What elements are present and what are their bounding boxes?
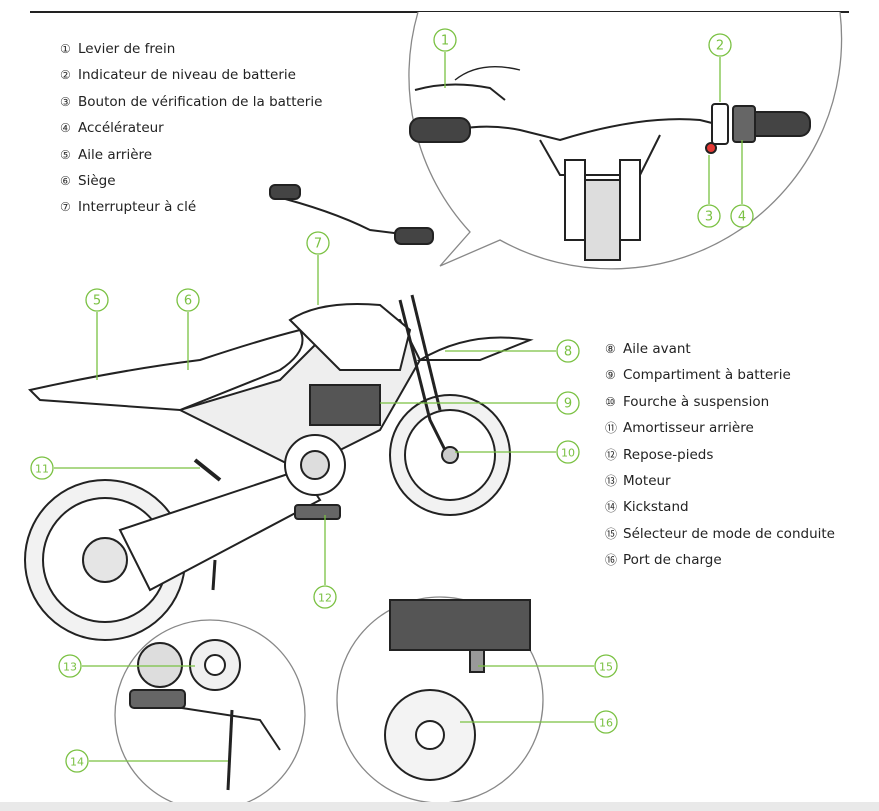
legend-number: ⑤ bbox=[60, 147, 71, 162]
charge-port-detail-drawing bbox=[384, 599, 531, 781]
legend-label: Aile avant bbox=[623, 341, 691, 357]
legend-label: Sélecteur de mode de conduite bbox=[623, 525, 835, 542]
legend-number: ① bbox=[60, 42, 71, 56]
legend-left: ① Levier de frein ② Indicateur de niveau de… bbox=[60, 36, 322, 221]
callout-circle-1 bbox=[433, 28, 457, 52]
legend-label: Amortisseur arrière bbox=[623, 420, 754, 437]
callout-number-4: 4 bbox=[738, 210, 746, 225]
callout-circle-5 bbox=[85, 288, 109, 312]
legend-label: Indicateur de niveau de batterie bbox=[78, 67, 296, 84]
legend-right-item: ⑮ Sélecteur de mode de conduite bbox=[605, 521, 835, 547]
callout-number-5: 5 bbox=[93, 294, 101, 309]
callout-number-2: 2 bbox=[716, 39, 724, 54]
callout-circle-8 bbox=[556, 339, 580, 363]
legend-left-item: ⑦ Interrupteur à clé bbox=[60, 194, 322, 220]
legend-left-item: ② Indicateur de niveau de batterie bbox=[60, 62, 322, 88]
legend-number: ③ bbox=[60, 94, 71, 109]
bike-body bbox=[24, 184, 534, 641]
legend-number: ⑦ bbox=[60, 200, 71, 215]
callout-circle-7 bbox=[306, 231, 330, 255]
callout-number-1: 1 bbox=[441, 34, 449, 49]
callout-circle-6 bbox=[176, 288, 200, 312]
handlebar-detail-drawing bbox=[409, 65, 811, 261]
callout-circle-15 bbox=[594, 654, 618, 678]
legend-label: Moteur bbox=[623, 472, 671, 489]
motor-detail-drawing bbox=[129, 639, 281, 791]
legend-number: ⑥ bbox=[60, 173, 71, 188]
legend-number: ⑪ bbox=[605, 421, 618, 436]
callout-number-14: 14 bbox=[70, 756, 84, 769]
legend-number: ⑫ bbox=[605, 447, 618, 462]
legend-label: Kickstand bbox=[623, 499, 689, 516]
legend-label: Levier de frein bbox=[78, 41, 176, 57]
legend-number: ⑨ bbox=[605, 368, 616, 383]
callout-number-7: 7 bbox=[314, 237, 322, 252]
callout-circle-10 bbox=[556, 440, 580, 464]
callout-circle-3 bbox=[697, 204, 721, 228]
legend-right-item: ⑭ Kickstand bbox=[605, 494, 835, 520]
legend-right-item: ⑪ Amortisseur arrière bbox=[605, 415, 835, 441]
callout-circle-16 bbox=[594, 710, 618, 734]
callout-circle-11 bbox=[30, 456, 54, 480]
legend-right-item: ⑬ Moteur bbox=[605, 468, 835, 494]
callout-number-13: 13 bbox=[63, 661, 77, 674]
legend-left-item: ④ Accélérateur bbox=[60, 115, 322, 141]
legend-label: Compartiment à batterie bbox=[623, 367, 791, 384]
legend-label: Aile arrière bbox=[78, 146, 153, 163]
callout-circle-12 bbox=[313, 585, 337, 609]
callout-number-8: 8 bbox=[564, 345, 572, 360]
legend-right-item: ⑯ Port de charge bbox=[605, 547, 835, 573]
legend-number: ④ bbox=[60, 121, 71, 136]
callout-circle-14 bbox=[65, 749, 89, 773]
legend-left-item: ⑤ Aile arrière bbox=[60, 142, 322, 168]
legend-right: ⑧ Aile avant ⑨ Compartiment à batterie ⑩ Four… bbox=[605, 336, 835, 574]
legend-number: ⑩ bbox=[605, 394, 616, 409]
legend-label: Repose-pieds bbox=[623, 446, 714, 463]
legend-label: Bouton de vérification de la batterie bbox=[78, 93, 323, 110]
legend-number: ⑯ bbox=[605, 553, 618, 568]
legend-label: Port de charge bbox=[623, 552, 722, 569]
legend-label: Interrupteur à clé bbox=[78, 199, 197, 216]
legend-label: Fourche à suspension bbox=[623, 393, 770, 410]
callout-circle-9 bbox=[556, 391, 580, 415]
legend-number: ⑭ bbox=[605, 500, 618, 515]
legend-label: Siège bbox=[78, 172, 116, 189]
callout-number-16: 16 bbox=[599, 717, 613, 730]
legend-label: Accélérateur bbox=[78, 120, 164, 137]
callout-number-11: 11 bbox=[35, 463, 49, 476]
legend-right-item: ⑧ Aile avant bbox=[605, 336, 835, 362]
legend-right-item: ⑫ Repose-pieds bbox=[605, 442, 835, 468]
legend-left-item: ① Levier de frein bbox=[60, 36, 322, 62]
callout-number-15: 15 bbox=[599, 661, 613, 674]
callout-circle-2 bbox=[708, 33, 732, 57]
legend-number: ⑬ bbox=[605, 473, 618, 488]
callout-number-12: 12 bbox=[318, 592, 332, 605]
bottom-strip bbox=[0, 802, 879, 811]
legend-right-item: ⑨ Compartiment à batterie bbox=[605, 362, 835, 388]
legend-left-item: ⑥ Siège bbox=[60, 168, 322, 194]
callout-circle-13 bbox=[58, 654, 82, 678]
callout-number-6: 6 bbox=[184, 294, 192, 309]
legend-number: ⑧ bbox=[605, 342, 616, 356]
legend-number: ② bbox=[60, 68, 71, 83]
legend-right-item: ⑩ Fourche à suspension bbox=[605, 389, 835, 415]
callout-circle-4 bbox=[730, 204, 754, 228]
callout-number-3: 3 bbox=[705, 210, 713, 225]
legend-number: ⑮ bbox=[605, 526, 618, 541]
callout-number-9: 9 bbox=[564, 397, 572, 412]
callout-number-10: 10 bbox=[561, 447, 575, 460]
legend-left-item: ③ Bouton de vérification de la batterie bbox=[60, 89, 322, 115]
